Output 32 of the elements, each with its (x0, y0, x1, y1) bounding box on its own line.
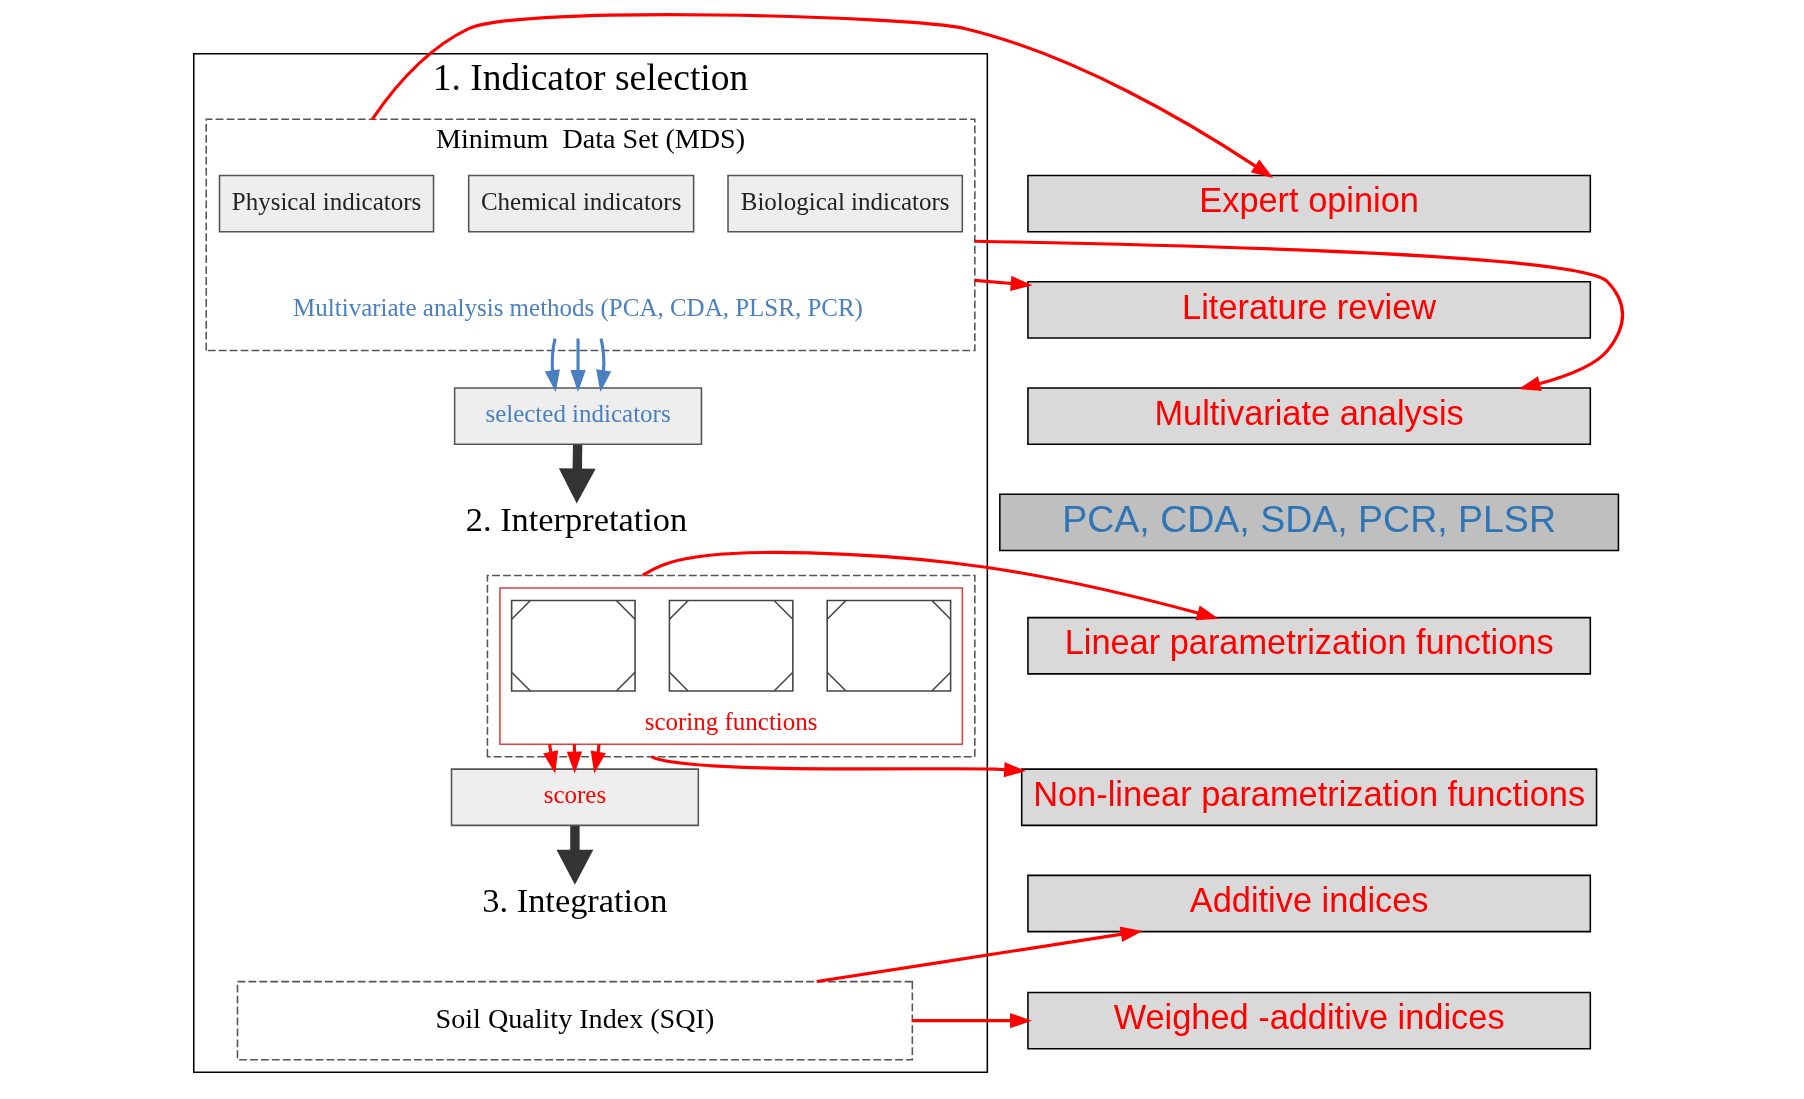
node-text: 2. Interpretation (465, 500, 688, 539)
arrow (556, 825, 594, 885)
arrow (912, 1013, 1032, 1029)
arrow (974, 239, 1625, 392)
node-box: Biological indicators (727, 174, 964, 233)
node-box: Weighed -additive indices (1027, 991, 1592, 1050)
arrow (596, 338, 612, 392)
node-box: Multivariate analysis (1027, 387, 1592, 445)
node-box: Additive indices (1027, 874, 1592, 933)
arrow (816, 926, 1143, 984)
node-box: PCA, CDA, SDA, PCR, PLSR (999, 493, 1620, 552)
node-box: Expert opinion (1027, 174, 1592, 233)
node-box: selected indicators (453, 387, 703, 445)
node-text: Multivariate analysis methods (PCA, CDA, PLSR, PCR) (293, 293, 863, 321)
node-box: Chemical indicators (467, 174, 695, 233)
node-box: Linear parametrization functions (1027, 616, 1592, 675)
cluster: scoring functions (499, 587, 964, 745)
arrow (558, 444, 596, 504)
node-box: Non-linear parametrization functions (1020, 768, 1598, 827)
arrow (651, 755, 1026, 778)
arrow (570, 338, 586, 392)
node-box: scores (450, 768, 700, 827)
arrow (590, 744, 606, 774)
node-box: Soil Quality Index (SQI) (236, 980, 914, 1061)
node-box: Literature review (1027, 281, 1592, 339)
node-text: 3. Integration (482, 881, 668, 920)
node-box: Physical indicators (218, 174, 435, 233)
cluster (486, 574, 976, 758)
arrow (370, 13, 1274, 178)
arrow (974, 275, 1033, 292)
arrow (641, 550, 1219, 621)
arrow (544, 338, 560, 392)
